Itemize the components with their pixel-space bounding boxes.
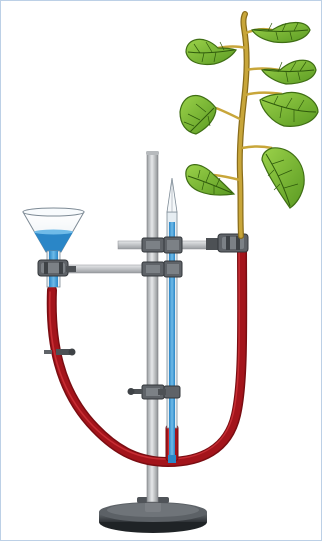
- leaf-icon: [186, 39, 236, 64]
- pipette-icon: [167, 178, 177, 463]
- leaf-icon: [180, 96, 216, 134]
- leaf-icon: [262, 60, 316, 84]
- plant-shoot-icon: [180, 14, 318, 236]
- clamp-icon: [38, 234, 248, 399]
- retort-stand-icon: [146, 151, 159, 502]
- leaf-icon: [260, 92, 318, 126]
- leaf-icon: [186, 165, 234, 195]
- stand-base: [99, 497, 207, 533]
- leaf-icon: [252, 23, 310, 43]
- leaf-icon: [262, 148, 304, 208]
